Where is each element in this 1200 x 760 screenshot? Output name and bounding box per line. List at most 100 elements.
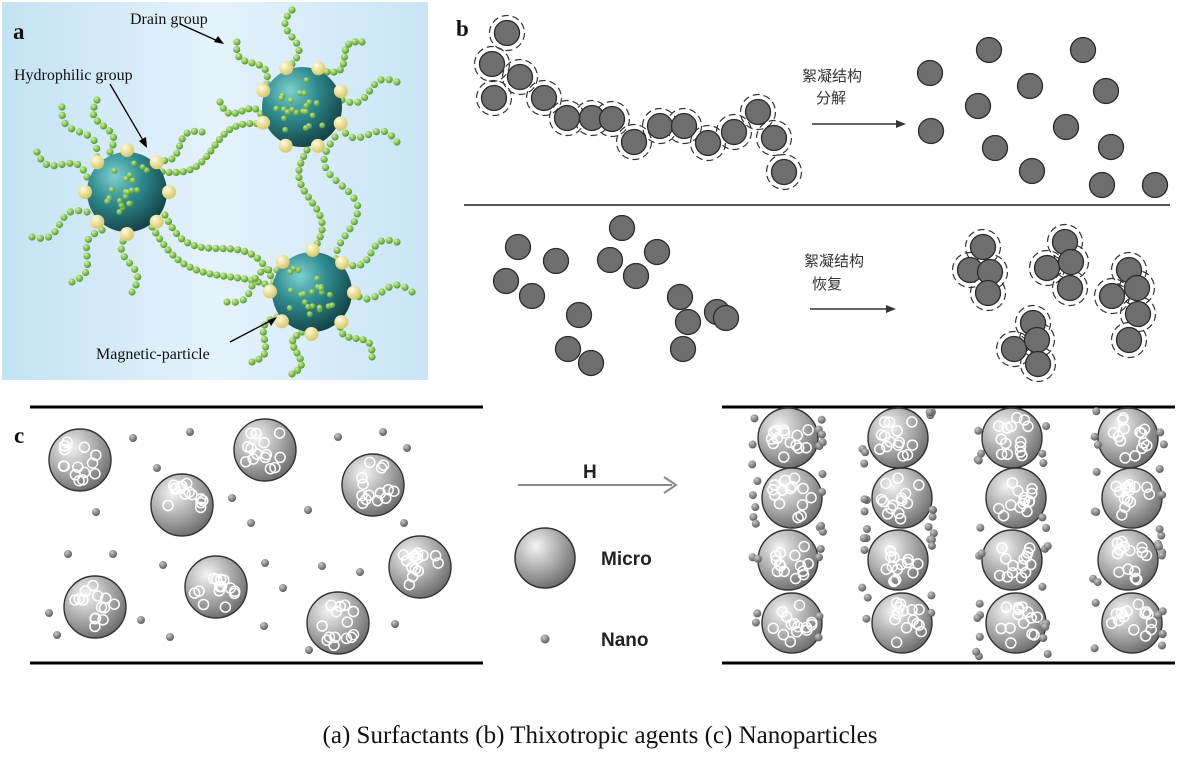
tail-chain-bead [401,283,409,291]
embedded-nanoparticle [1134,426,1146,439]
magnetic-pointer [229,319,273,343]
adsorbed-nanoparticle [1043,650,1052,658]
adsorbed-nanoparticle [814,633,823,642]
adsorbed-nanoparticle [818,438,827,447]
tail-chain-bead [66,208,74,216]
dispersed-particle [504,233,532,261]
embedded-nanoparticle [777,628,790,641]
embedded-nanoparticle [219,601,232,613]
embedded-nanoparticle [89,612,101,625]
tail-chain-bead [190,127,198,135]
inner-chain-bead [302,299,308,306]
tail-chain-bead [292,332,301,340]
connecting-chain-bead [165,168,173,176]
connecting-chain-bead [226,245,234,253]
tail-chain-bead [365,339,373,347]
flocculated-particle [506,63,534,91]
embedded-nanoparticle [411,547,424,559]
hydrophilic-arrowhead [139,137,147,148]
connecting-chain-bead [318,226,326,234]
embedded-nanoparticle [1140,606,1153,618]
embedded-nanoparticle [893,507,905,520]
embedded-nanoparticle [197,494,209,507]
tail-chain-bead [60,213,68,221]
embedded-nanoparticle [893,436,906,449]
adsorbed-nanoparticle [1043,542,1052,551]
embedded-nanoparticle [228,587,241,600]
dispersed-particle [643,238,671,266]
tail-chain-bead [368,353,376,361]
free-nanoparticle [279,584,287,592]
floc-outline [525,79,563,117]
connecting-chain-bead [313,205,321,213]
embedded-nanoparticle [1012,485,1024,497]
embedded-nanoparticle [169,483,182,495]
embedded-nanoparticle [1001,422,1013,434]
tail-chain-bead [68,278,76,286]
adsorbed-nanoparticle [818,470,827,478]
reformed-floc-particle [1123,274,1151,302]
embedded-nanoparticle [792,511,804,524]
hydrophilic-head [279,61,294,76]
tail-chain-bead [238,107,246,115]
connecting-chain-bead [326,140,334,148]
chained-micro-particle [757,529,819,591]
embedded-nanoparticle [339,599,351,612]
embedded-nanoparticle [995,448,1008,460]
tail-chain-bead [93,96,101,104]
embedded-nanoparticle [215,580,228,593]
free-nanoparticle [247,519,255,527]
tail-chain-bead [348,133,357,142]
tail-chain-bead [371,293,379,301]
adsorbed-nanoparticle [1042,422,1051,431]
inner-chain-bead [108,186,115,193]
inner-chain-bead [309,112,316,119]
tail-chain-bead [372,128,380,136]
panel-c-nanoparticles: c H Micro Nano [0,395,1200,685]
embedded-nanoparticle [251,448,263,460]
embedded-nanoparticle [345,631,358,644]
tail-chain-bead [36,234,45,242]
tail-chain-bead [339,60,348,68]
dispersed-particle [622,262,650,290]
tail-chain-bead [33,148,41,156]
embedded-nanoparticle [1135,427,1148,440]
inner-chain-bead [128,187,135,194]
connecting-chain-bead [164,246,172,254]
hydrophilic-head [90,155,105,170]
hydrophilic-head [256,115,271,130]
adsorbed-nanoparticle [1038,449,1047,458]
chained-particles [748,407,1168,661]
inner-chain-bead [116,197,123,204]
tail-chain-bead [117,245,125,253]
tail-chain-bead [377,76,385,84]
tail-chain-bead [83,208,91,216]
adsorbed-nanoparticle [863,593,872,602]
embedded-nanoparticle [258,436,270,449]
embedded-nanoparticle [1129,572,1142,585]
embedded-nanoparticle [784,482,797,495]
tail-chain-bead [223,298,231,306]
embedded-nanoparticle [382,483,395,496]
nanoparticle-diagram: c H Micro Nano [14,405,1175,665]
adsorbed-nanoparticle [1154,611,1163,620]
embedded-nanoparticle [885,502,897,515]
hydrophobic-chains [28,6,416,378]
tail-chain-bead [245,105,253,113]
embedded-nanoparticle [797,482,809,495]
free-nanoparticle [45,609,53,617]
adsorbed-nanoparticle [1156,428,1165,437]
tail-chain-bead [98,226,106,234]
tail-chain-bead [99,122,108,130]
embedded-nanoparticle [912,558,924,570]
adsorbed-nanoparticle [929,529,938,538]
inner-chain-bead [309,289,316,295]
tail-chain-bead [393,281,401,289]
adsorbed-nanoparticle [753,554,762,563]
inner-chain-bead [306,311,313,318]
flocculated-particle [598,105,626,133]
inner-chain-bead [116,209,123,215]
embedded-nanoparticle [215,573,227,586]
tail-chain-bead [134,273,142,281]
hydrophilic-head [311,61,326,76]
